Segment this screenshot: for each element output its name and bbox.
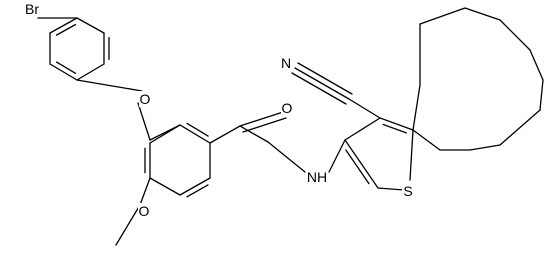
svg-text:O: O — [282, 100, 293, 116]
atom-label-o-carbonyl: O — [281, 100, 294, 116]
bond-ring — [419, 7, 466, 25]
bond-triple-1 — [294, 67, 350, 100]
bond-c-o — [76, 79, 143, 92]
bond — [149, 177, 181, 196]
bond-layer — [37, 7, 544, 246]
atom-label-o-ether: O — [139, 91, 152, 107]
atom-label-n-nitrile: N — [280, 55, 293, 71]
bond-triple-3 — [291, 72, 347, 105]
svg-text:NH: NH — [307, 169, 327, 185]
bond-ring-carbonyl — [209, 125, 241, 144]
bond — [179, 124, 211, 144]
bond-ring — [529, 49, 544, 81]
bond-aromatic-inner — [55, 23, 77, 36]
bond — [76, 17, 105, 34]
svg-text:N: N — [281, 55, 291, 71]
bond-n-thiophene — [328, 139, 346, 173]
bond — [344, 139, 379, 189]
bond-aromatic-inner — [382, 123, 407, 134]
bond-c-n-ext — [267, 141, 306, 173]
atom-label-s: S — [402, 183, 414, 199]
bond-aromatic-inner — [55, 61, 77, 74]
atom-label-br: Br — [23, 1, 43, 17]
bond-o-ch2 — [137, 102, 151, 141]
bond-c-o-carbonyl-double — [242, 117, 287, 133]
bond — [149, 124, 181, 144]
bond-aromatic-inner — [345, 149, 370, 185]
atom-label-o-methoxy: O — [138, 203, 151, 219]
bond-c-cn — [348, 98, 381, 119]
bond-ring — [499, 19, 531, 51]
bond-c-o-methoxy — [139, 177, 151, 206]
bond-s-c — [377, 187, 405, 191]
atom-label-nh: NH — [306, 169, 328, 185]
bond-aromatic-inner — [186, 184, 209, 198]
bond-o-methyl — [115, 204, 141, 246]
bond-ring — [499, 109, 541, 146]
bond-ring — [412, 84, 421, 131]
svg-text:O: O — [140, 91, 151, 107]
bond-ring — [464, 7, 501, 21]
bond-c-n — [239, 125, 269, 143]
bond — [379, 117, 414, 131]
svg-text:O: O — [139, 203, 150, 219]
bond — [49, 63, 78, 81]
bond-ring — [469, 144, 501, 151]
bond-c-s — [409, 129, 414, 181]
bond-aromatic-inner — [186, 122, 209, 137]
svg-text:S: S — [403, 183, 412, 199]
bond-c-o-carbonyl — [239, 111, 284, 127]
bond — [344, 117, 381, 141]
bond-ring — [412, 129, 441, 151]
bond — [49, 17, 78, 34]
bond-triple-2 — [297, 62, 353, 95]
bond-ring — [539, 79, 544, 111]
bond — [179, 177, 211, 196]
svg-text:Br: Br — [25, 1, 39, 17]
bond — [76, 63, 105, 81]
